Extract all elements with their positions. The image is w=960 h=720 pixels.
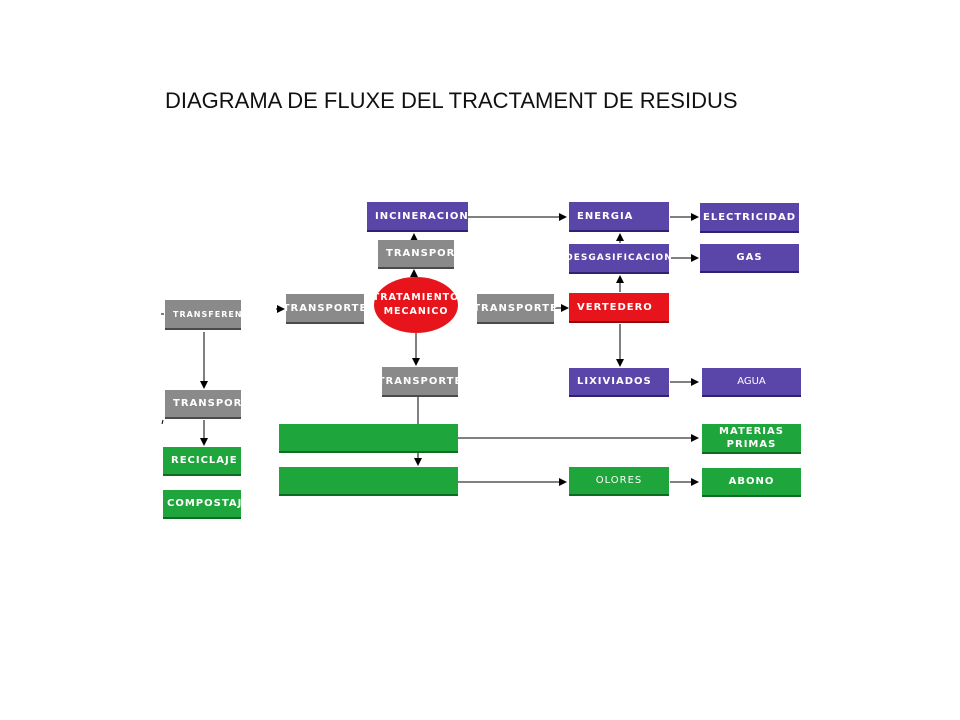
abono-box: ABONO xyxy=(702,468,801,497)
green-bar-2 xyxy=(279,467,458,496)
agua-box: AGUA xyxy=(702,368,801,397)
tick-transporte-side-left xyxy=(161,419,164,425)
lixiviados-box: LIXIVIADOS xyxy=(569,368,669,397)
compostaje-box: COMPOSTAJE xyxy=(163,490,249,519)
tratamiento-mecanico-oval: TRATAMIENTO MECANICO xyxy=(372,277,460,333)
transporte-right-box: TRANSPORTE xyxy=(473,294,557,324)
transporte-side-box: TRANSPORTE xyxy=(165,390,257,419)
reciclaje-box: RECICLAJE xyxy=(163,447,241,476)
desgasificacion-box: DESGASIFICACION xyxy=(565,244,672,274)
tratamiento-label: TRATAMIENTO MECANICO xyxy=(372,292,460,317)
transporte-left-box: TRANSPORTE xyxy=(283,294,366,324)
transferencia-box: TRANSFERENCIA xyxy=(165,300,260,330)
materias-primas-box: MATERIAS PRIMAS xyxy=(702,424,801,454)
transporte-top-box: TRANSPORTE xyxy=(378,240,470,269)
green-bar-1 xyxy=(279,424,458,453)
gas-box: GAS xyxy=(700,244,799,273)
vertedero-box: VERTEDERO xyxy=(569,293,669,323)
materias-primas-label: MATERIAS PRIMAS xyxy=(719,426,784,450)
energia-box: ENERGIA xyxy=(569,202,669,232)
electricidad-box: ELECTRICIDAD xyxy=(700,203,799,233)
transporte-bottom-box: TRANSPORTE xyxy=(378,367,461,397)
diagram-title: DIAGRAMA DE FLUXE DEL TRACTAMENT DE RESI… xyxy=(165,88,738,113)
olores-box: OLORES xyxy=(569,467,669,496)
incineracion-box: INCINERACION xyxy=(367,202,468,232)
